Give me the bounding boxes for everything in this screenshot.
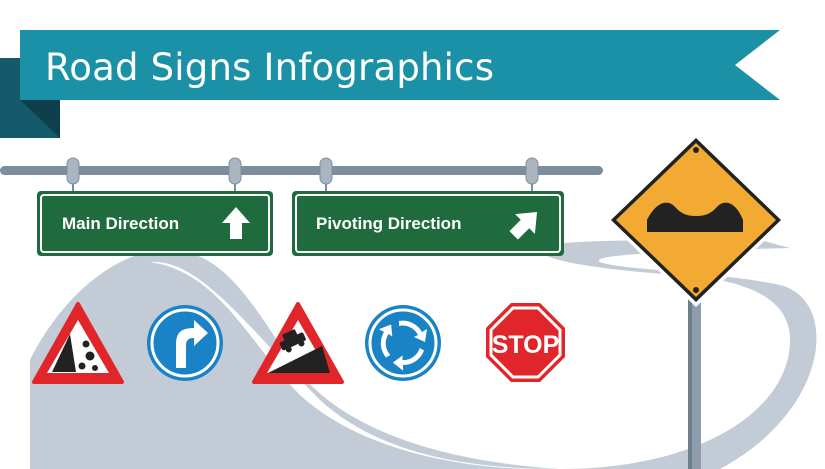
arrow-up-icon: [222, 207, 250, 239]
main-direction-sign: [37, 191, 273, 256]
road-edge: [70, 420, 330, 469]
banner-ribbon: [20, 30, 780, 100]
roundabout-icon: [365, 305, 441, 381]
stop-sign-text: STOP: [492, 331, 560, 359]
winding-road-curve: [150, 261, 560, 469]
steep-hill-warning-icon: [252, 302, 344, 384]
sign-bar: [0, 166, 603, 175]
pivoting-direction-label: Pivoting Direction: [316, 214, 462, 233]
speed-bumps-warning-icon: [606, 133, 786, 307]
arrow-up-right-icon: [509, 211, 538, 240]
page-title: Road Signs Infographics: [45, 46, 495, 89]
turn-right-mandatory-icon: [147, 305, 223, 381]
main-direction-label: Main Direction: [62, 214, 180, 233]
sign-hangers: [66, 157, 539, 185]
winding-road: [30, 249, 560, 469]
stop-sign-icon: STOP: [486, 303, 565, 382]
falling-rocks-warning-icon: [32, 302, 124, 384]
pivoting-direction-sign: [292, 191, 564, 256]
